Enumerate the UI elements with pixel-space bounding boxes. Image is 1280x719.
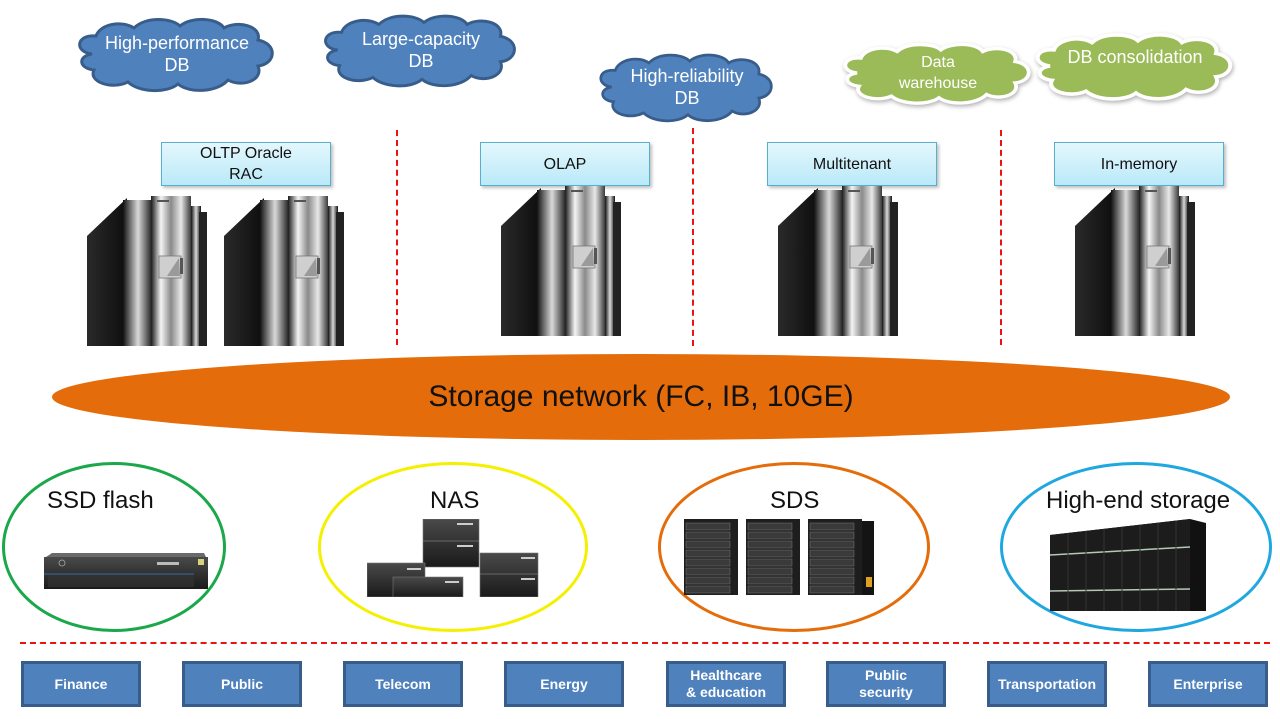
cloud-label: Large-capacity DB <box>361 29 481 71</box>
column-separator <box>692 128 694 346</box>
industry-separator <box>20 642 1270 644</box>
cloud-high-performance-db: High-performance DB <box>72 14 282 94</box>
rack-server-icon <box>778 186 900 336</box>
industry-transportation: Transportation <box>987 661 1107 707</box>
storage-title: NAS <box>430 487 480 514</box>
storage-title: SSD flash <box>47 487 154 514</box>
column-separator <box>396 130 398 345</box>
storage-title: SDS <box>770 487 820 514</box>
cloud-large-capacity-db: Large-capacity DB <box>318 10 524 90</box>
industry-energy: Energy <box>504 661 624 707</box>
rack-server-icon <box>501 186 623 336</box>
nas-stack-icon <box>367 519 539 597</box>
cloud-label: DB consolidation <box>1067 47 1203 67</box>
column-separator <box>1000 130 1002 345</box>
db-type-multitenant: Multitenant <box>767 142 937 186</box>
sds-rack-icon <box>684 518 874 595</box>
db-type-in-memory: In-memory <box>1054 142 1224 186</box>
cloud-shape-icon <box>78 18 274 92</box>
db-type-oltp-oracle-rac: OLTP Oracle RAC <box>161 142 331 186</box>
industry-public-security: Public security <box>826 661 946 707</box>
cloud-shape-icon <box>1035 33 1233 101</box>
industry-public: Public <box>182 661 302 707</box>
industry-telecom: Telecom <box>343 661 463 707</box>
storage-network-label: Storage network (FC, IB, 10GE) <box>428 380 854 413</box>
cloud-shape-icon <box>599 53 773 123</box>
storage-high-end <box>1000 462 1272 632</box>
cloud-shape-icon <box>843 42 1031 105</box>
cloud-label: High-reliability DB <box>630 66 744 108</box>
cloud-db-consolidation: DB consolidation <box>1030 30 1240 102</box>
rack-server-icon <box>224 196 346 346</box>
rack-server-icon <box>87 196 209 346</box>
cloud-label: High-performance DB <box>104 33 250 75</box>
cloud-shape-icon <box>324 14 516 88</box>
industry-healthcare-education: Healthcare & education <box>666 661 786 707</box>
cloud-high-reliability-db: High-reliability DB <box>594 50 780 124</box>
cloud-label: Data warehouse <box>898 54 978 92</box>
storage-ssd-flash <box>2 462 226 632</box>
cloud-data-warehouse: Data warehouse <box>838 40 1038 106</box>
ssd-array-icon <box>44 553 208 589</box>
industry-enterprise: Enterprise <box>1148 661 1268 707</box>
rack-server-icon <box>1075 186 1197 336</box>
industry-finance: Finance <box>21 661 141 707</box>
storage-title: High-end storage <box>1046 487 1231 514</box>
storage-nas <box>318 462 588 632</box>
storage-network: Storage network (FC, IB, 10GE) <box>52 354 1230 440</box>
storage-sds <box>658 462 930 632</box>
highend-cabinet-icon <box>1050 519 1206 611</box>
db-type-olap: OLAP <box>480 142 650 186</box>
